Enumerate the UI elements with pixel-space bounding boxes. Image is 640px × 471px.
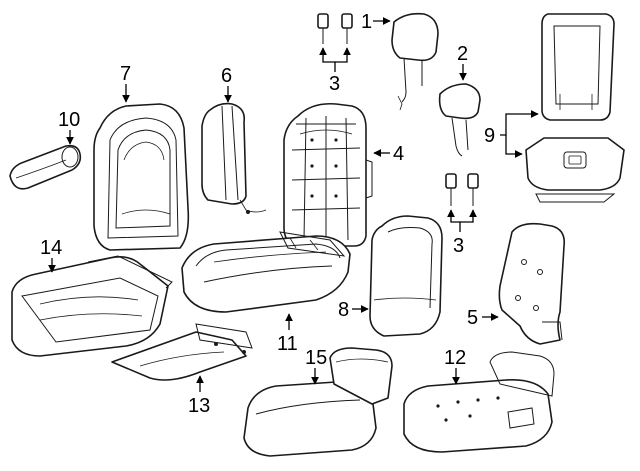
callout-3-upper: 3 <box>319 47 351 95</box>
callout-9: 9 <box>484 110 539 158</box>
svg-text:7: 7 <box>120 63 131 85</box>
armrest-part[interactable] <box>9 144 82 190</box>
callout-7: 7 <box>120 63 131 103</box>
seatback-cover-part[interactable] <box>93 103 190 251</box>
svg-text:2: 2 <box>457 43 468 65</box>
seat-cushion-part[interactable] <box>181 231 351 313</box>
svg-text:10: 10 <box>58 109 80 131</box>
headrest-small-part[interactable] <box>438 83 481 157</box>
callout-4: 4 <box>373 143 404 165</box>
seatback-side-cover-part[interactable] <box>498 222 566 345</box>
svg-text:6: 6 <box>221 65 232 87</box>
callout-11: 11 <box>277 313 298 355</box>
callout-12: 12 <box>444 347 466 385</box>
callout-6: 6 <box>221 65 232 103</box>
headrest-part[interactable] <box>391 12 439 111</box>
rear-panel-upper-part[interactable] <box>541 13 615 121</box>
svg-text:4: 4 <box>393 143 404 165</box>
svg-text:14: 14 <box>40 237 62 259</box>
callout-15: 15 <box>305 347 327 385</box>
headrest-guide-upper-part[interactable] <box>317 13 353 44</box>
callout-14: 14 <box>40 237 62 273</box>
svg-text:1: 1 <box>361 11 372 33</box>
shield-panel-part[interactable] <box>111 323 253 381</box>
svg-text:3: 3 <box>453 235 464 257</box>
side-panel-part[interactable] <box>201 102 267 214</box>
rear-panel-lower-part[interactable] <box>525 137 625 203</box>
rear-cushion-part[interactable] <box>403 351 555 453</box>
callout-10: 10 <box>58 109 80 145</box>
front-cushion-part[interactable] <box>243 347 393 457</box>
svg-text:12: 12 <box>444 347 466 369</box>
svg-text:3: 3 <box>329 73 340 95</box>
seatback-rear-cover-part[interactable] <box>369 215 443 337</box>
svg-text:13: 13 <box>188 395 210 417</box>
callout-1: 1 <box>361 11 391 33</box>
headrest-guide-lower-part[interactable] <box>445 173 479 206</box>
svg-text:11: 11 <box>277 333 298 355</box>
callout-2: 2 <box>457 43 468 81</box>
seat-base-pad-part[interactable] <box>11 255 173 357</box>
callout-13: 13 <box>188 375 210 417</box>
svg-text:5: 5 <box>467 307 478 329</box>
svg-text:8: 8 <box>338 299 349 321</box>
callout-3-lower: 3 <box>447 209 477 257</box>
svg-text:15: 15 <box>305 347 327 369</box>
seat-frame-part[interactable] <box>283 102 373 247</box>
svg-text:9: 9 <box>484 125 495 147</box>
callout-8: 8 <box>338 299 369 321</box>
callout-5: 5 <box>467 307 499 329</box>
